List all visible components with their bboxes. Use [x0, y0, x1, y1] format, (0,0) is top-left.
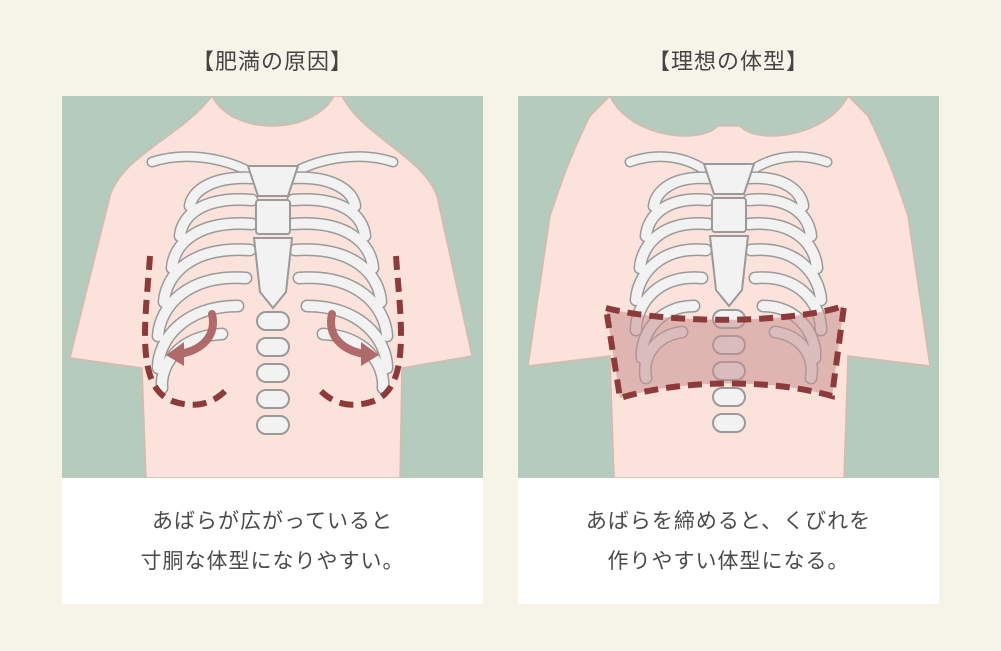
left-caption: あばらが広がっていると 寸胴な体型になりやすい。: [62, 478, 483, 604]
right-caption-line-1: あばらを締めると、くびれを: [586, 501, 871, 541]
right-caption: あばらを締めると、くびれを 作りやすい体型になる。: [518, 478, 939, 604]
right-panel: 【理想の体型】: [518, 0, 939, 651]
left-panel-title: 【肥満の原因】: [62, 44, 483, 76]
right-caption-line-2: 作りやすい体型になる。: [608, 541, 850, 581]
torso-closed-ribs-illustration: [518, 96, 939, 478]
left-caption-line-2: 寸胴な体型になりやすい。: [141, 541, 405, 581]
right-panel-title: 【理想の体型】: [518, 44, 939, 76]
left-panel: 【肥満の原因】: [62, 0, 483, 651]
left-caption-line-1: あばらが広がっていると: [152, 501, 393, 541]
left-illustration: [62, 96, 483, 478]
torso-wide-ribs-illustration: [62, 96, 483, 478]
right-illustration: [518, 96, 939, 478]
